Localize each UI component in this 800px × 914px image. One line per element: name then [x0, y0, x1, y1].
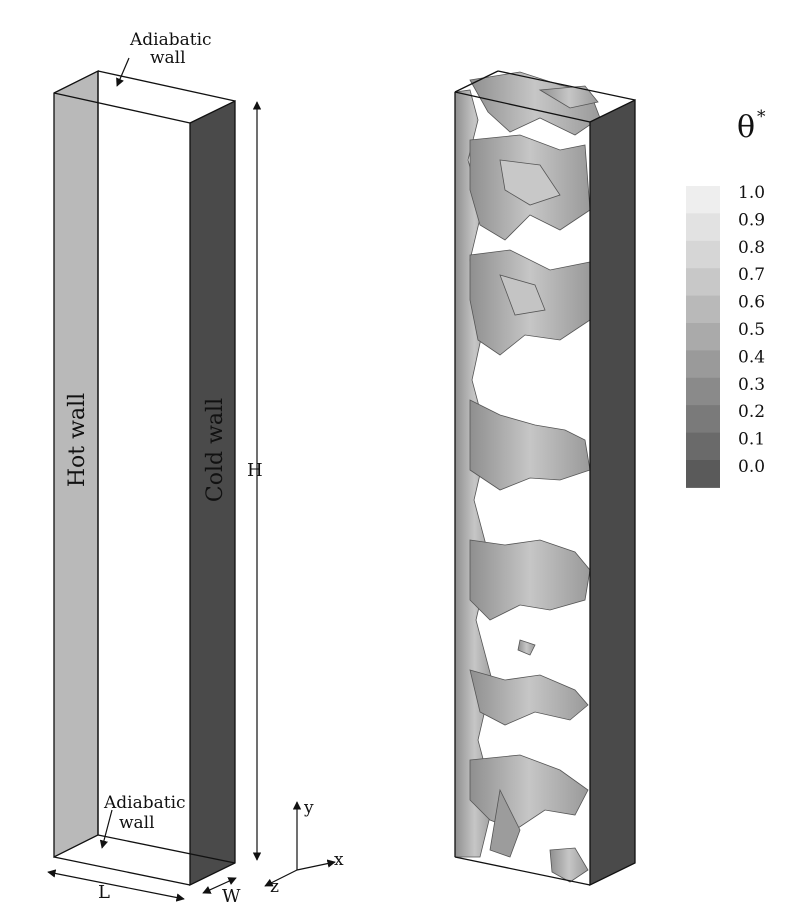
- colorbar-tick-label: 0.8: [738, 238, 765, 258]
- colorbar-swatch: [686, 295, 720, 324]
- colorbar-swatch: [686, 213, 720, 242]
- width-dimension-arrow: [202, 877, 237, 894]
- colorbar-swatch: [686, 186, 720, 214]
- right-box: [454, 70, 636, 887]
- colorbar-swatch: [686, 240, 720, 269]
- colorbar-title-superscript: *: [757, 107, 766, 127]
- colorbar-tick-label: 0.2: [738, 402, 765, 422]
- y-axis-label: y: [303, 798, 314, 818]
- colorbar-swatch: [686, 323, 720, 351]
- colorbar-tick-label: 0.7: [738, 265, 765, 285]
- bottom-adiabatic-label-wall: wall: [119, 813, 155, 833]
- top-adiabatic-label-wall: wall: [150, 48, 186, 68]
- left-box: Adiabatic wall Adiabatic wall Hot wall C…: [47, 30, 263, 907]
- colorbar-tick-label: 0.1: [738, 430, 765, 450]
- colorbar-swatch: [686, 268, 720, 297]
- colorbar-swatches: 1.0 0.9 0.8 0.7 0.6 0.5 0.4 0.3 0.2 0.1 0.0: [686, 183, 765, 488]
- top-adiabatic-arrow: [116, 57, 130, 87]
- x-axis-label: x: [334, 850, 344, 870]
- width-dimension-label: W: [222, 886, 241, 907]
- height-dimension-label: H: [247, 460, 263, 481]
- colorbar-swatch: [686, 460, 720, 488]
- colorbar-tick-label: 1.0: [738, 183, 765, 203]
- hot-wall-label: Hot wall: [65, 393, 90, 487]
- top-adiabatic-label: Adiabatic: [129, 30, 212, 50]
- x-axis-arrow: [296, 859, 336, 871]
- right-box-outline: [454, 70, 636, 886]
- colorbar-tick-label: 0.5: [738, 320, 765, 340]
- colorbar-swatch: [686, 377, 720, 406]
- colorbar-swatch: [686, 405, 720, 434]
- colorbar-tick-label: 0.3: [738, 375, 765, 395]
- length-dimension-label: L: [98, 882, 110, 903]
- z-axis-arrow: [264, 869, 298, 887]
- colorbar-tick-label: 0.4: [738, 347, 765, 367]
- length-dimension-arrow: [47, 869, 185, 902]
- colorbar-swatch: [686, 432, 720, 461]
- cold-wall-label: Cold wall: [203, 398, 228, 502]
- colorbar-tick-label: 0.0: [738, 457, 765, 477]
- colorbar-title: θ: [737, 110, 755, 145]
- bottom-adiabatic-label: Adiabatic: [103, 793, 186, 813]
- right-cold-wall-face: [589, 98, 636, 887]
- z-axis-label: z: [270, 877, 279, 897]
- colorbar: θ * 1.0 0.9 0.8 0.7 0.6 0.5 0.4 0.3 0.2 0.1 0.0: [686, 107, 766, 488]
- colorbar-tick-label: 0.6: [738, 293, 765, 313]
- colorbar-swatch: [686, 350, 720, 379]
- bottom-adiabatic-arrow: [99, 809, 113, 849]
- isosurface-structures: [454, 71, 601, 883]
- axes-triad: y x z: [264, 798, 344, 897]
- colorbar-tick-label: 0.9: [738, 210, 765, 230]
